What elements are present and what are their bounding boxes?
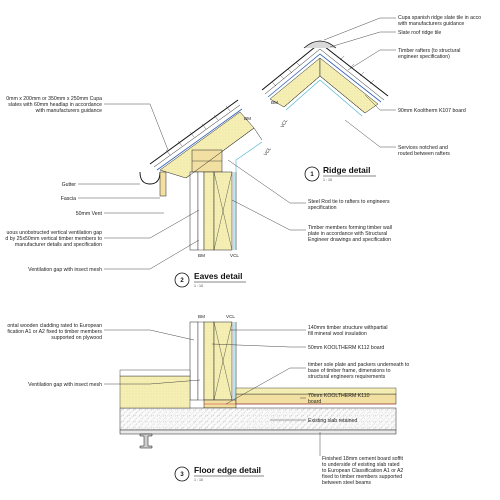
ridge-scale: 1 : 10 <box>323 178 332 182</box>
floor-note-right-2: fill mineral wool insulation <box>308 331 367 337</box>
eaves-title-circle <box>174 272 190 288</box>
ridge-note-5: engineer specification) <box>398 54 450 60</box>
eaves-tag-bm-top: BM <box>244 116 251 121</box>
eaves-note-mesh: Ventilation gap with insect mesh <box>28 267 102 273</box>
floor-note-right-1: 140mm timber structure withpartial <box>308 325 388 331</box>
ridge-membrane <box>267 53 382 103</box>
floor-edge-detail: ontal wooden cladding rated to European … <box>7 314 409 486</box>
eaves-note-2: slates with 60mm headlap in accordance <box>8 102 102 108</box>
ridge-note-2: with manufacturers guidance <box>398 21 464 27</box>
floor-cement-soffit <box>119 429 397 435</box>
floor-title-number: 3 <box>180 472 184 478</box>
eaves-note-right-4: plate in accordance with Structural <box>308 231 387 237</box>
ridge-note-6: 90mm Kooltherm K107 board <box>398 108 466 114</box>
eaves-membrane <box>156 108 243 171</box>
eaves-note-right-1: Steel Rod tie to rafters to engineers <box>308 199 390 205</box>
eaves-vcl-ceiling <box>235 141 263 172</box>
eaves-gutter <box>139 171 161 185</box>
floor-note-right-11: to underside of existing slab rated <box>322 462 400 468</box>
ridge-detail: Cupa spanish ridge slate tile in acco wi… <box>261 15 481 182</box>
floor-note-1: ontal wooden cladding rated to European <box>7 323 102 329</box>
floor-note-2: fication A1 or A2 fixed to timber member… <box>7 329 102 335</box>
eaves-note-3: with manufacturers guidance <box>36 108 102 114</box>
floor-note-right-13: fixed to timber members supported <box>322 474 402 480</box>
eaves-fascia <box>159 171 167 197</box>
eaves-tag-bm-bottom: BM <box>198 253 205 258</box>
floor-note-right-9: Existing slab retained <box>308 418 357 424</box>
eaves-vent-gap <box>197 171 205 251</box>
eaves-note-right-3: Timber members forming timber wall <box>308 225 392 231</box>
eaves-slate-line <box>149 99 239 165</box>
floor-note-right-4: timber sole plate and packers underneath… <box>308 362 409 368</box>
ridge-note-1: Cupa spanish ridge slate tile in acco <box>398 15 481 21</box>
floor-cladding <box>189 321 199 401</box>
ridge-leaders <box>323 17 396 148</box>
ridge-title: Ridge detail <box>323 165 370 175</box>
eaves-note-right-2: specification <box>308 205 337 211</box>
ridge-note-4: Timber rafters (to structural <box>398 48 460 54</box>
floor-note-right-6: structural engineers requirements <box>308 374 386 380</box>
eaves-title: Eaves detail <box>194 271 242 281</box>
floor-tag-bm: BM <box>198 314 205 319</box>
eaves-wall-insulation <box>203 171 215 251</box>
floor-note-right-8: board <box>308 399 321 405</box>
ridge-slate-ticks <box>271 55 375 87</box>
eaves-tag-vcl: VCL <box>263 146 272 157</box>
eaves-tag-vcl-bottom: VCL <box>230 253 239 258</box>
eaves-scale: 1 : 10 <box>194 284 203 288</box>
eaves-slate-ticks <box>165 105 231 156</box>
eaves-note-gap-3: manufacturer details and specification <box>15 242 102 248</box>
eaves-batten-line <box>153 104 241 168</box>
ridge-tag-vcl: VCL <box>280 118 289 129</box>
eaves-title-number: 2 <box>180 278 184 284</box>
eaves-note-1: 0mm x 200mm or 350mm x 250mm Cupa <box>6 96 102 102</box>
eaves-detail: 0mm x 200mm or 350mm x 250mm Cupa slates… <box>5 96 392 288</box>
floor-left-leaders <box>104 329 201 385</box>
ridge-batten-line <box>264 48 385 101</box>
ridge-title-number: 1 <box>310 172 314 178</box>
floor-note-right-12: to European Classification A1 or A2 <box>322 468 403 474</box>
ridge-note-8: routed between rafters <box>398 151 450 157</box>
eaves-note-gap-2: d by 25x50mm vertical timber members to <box>5 236 102 242</box>
floor-steel-beam <box>139 433 153 449</box>
floor-screed <box>235 387 397 395</box>
eaves-left-leaders <box>78 103 200 270</box>
floor-note-right-14: between steel beams <box>322 480 371 486</box>
floor-vent-gap <box>197 321 205 401</box>
floor-title: Floor edge detail <box>194 465 261 475</box>
floor-note-mesh: Ventilation gap with insect mesh <box>28 382 102 388</box>
floor-note-right-5: base of timber frame, dimensions to <box>308 368 391 374</box>
ridge-note-3: Slate roof ridge tile <box>398 30 441 36</box>
floor-note-3: supported on plywood <box>51 335 102 341</box>
floor-scale: 1 : 10 <box>194 478 203 482</box>
ridge-vcl-line <box>285 79 363 117</box>
eaves-note-gutter: Gutter <box>62 182 77 188</box>
floor-k112-board <box>203 321 215 401</box>
floor-note-right-7: 70mm KOOLTHERM K110 <box>308 393 370 399</box>
ridge-tile <box>303 40 337 49</box>
eaves-right-leaders <box>227 159 306 231</box>
eaves-note-right-5: Engineer drawings and specification <box>308 237 391 243</box>
floor-right-leaders <box>211 329 321 456</box>
floor-left-insulation <box>119 375 191 409</box>
eaves-note-vent: 50mm Vent <box>76 211 103 217</box>
eaves-rafter-line <box>185 127 263 179</box>
ridge-tag-bm: BM <box>271 100 278 105</box>
eaves-note-fascia: Fascia <box>61 196 76 202</box>
eaves-note-gap-1: uous unobstructed vertical ventilation g… <box>7 230 103 236</box>
floor-note-right-10: Finished 18mm cement board soffit <box>322 456 403 462</box>
ridge-rafter-line <box>283 75 366 114</box>
floor-tag-vcl: VCL <box>226 314 235 319</box>
ridge-title-circle <box>304 166 320 182</box>
floor-note-right-3: 50mm KOOLTHERM K112 board <box>308 345 384 351</box>
ridge-note-7: Services notched and <box>398 145 448 151</box>
floor-title-circle <box>174 466 190 482</box>
